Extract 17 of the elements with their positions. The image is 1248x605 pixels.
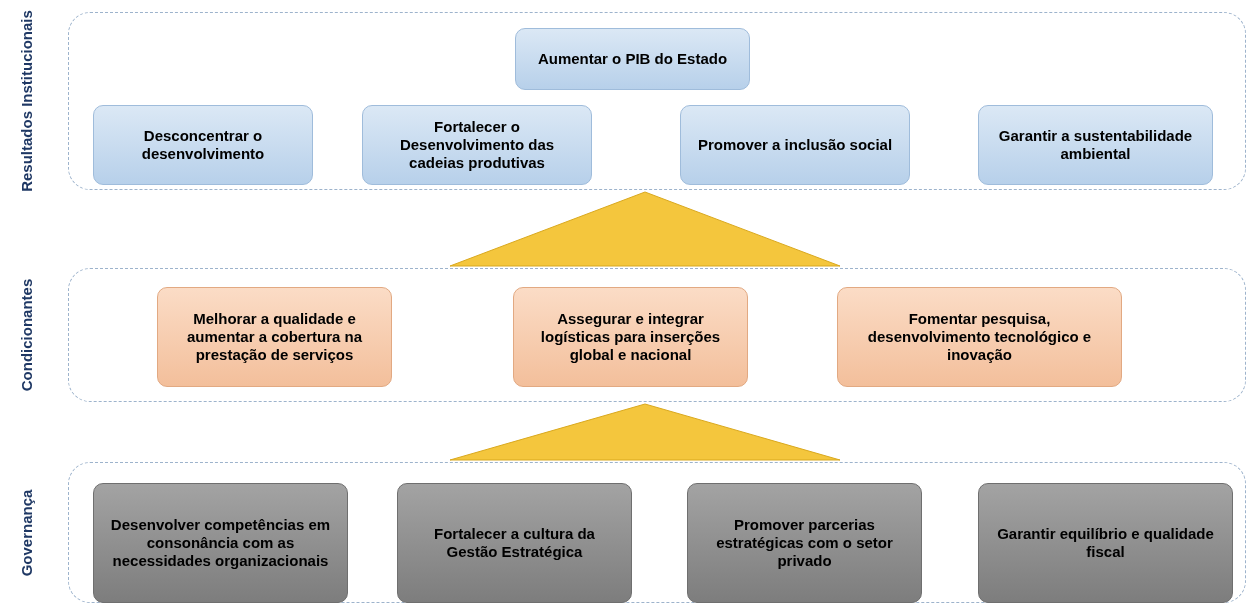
objective-box: Desenvolver competências em consonância com as necessidades organizacionais [93,483,348,603]
group-title: Governança [18,489,35,576]
objective-box: Assegurar e integrar logísticas para inserções global e nacional [513,287,748,387]
group-title: Resultados Institucionais [18,10,35,192]
objective-box: Fomentar pesquisa, desenvolvimento tecnológico e inovação [837,287,1122,387]
objective-box: Aumentar o PIB do Estado [515,28,750,90]
chevron-arrow [449,191,841,267]
objective-box: Desconcentrar o desenvolvimento [93,105,313,185]
objective-box: Promover parcerias estratégicas com o setor privado [687,483,922,603]
objective-box: Fortalecer o Desenvolvimento das cadeias produtivas [362,105,592,185]
chevron-arrow [449,403,841,461]
objective-box: Melhorar a qualidade e aumentar a cobertura na prestação de serviços [157,287,392,387]
objective-box: Garantir a sustentabilidade ambiental [978,105,1213,185]
group-title: Condicionantes [18,278,35,392]
objective-box: Fortalecer a cultura da Gestão Estratégica [397,483,632,603]
objective-box: Garantir equilíbrio e qualidade fiscal [978,483,1233,603]
objective-box: Promover a inclusão social [680,105,910,185]
